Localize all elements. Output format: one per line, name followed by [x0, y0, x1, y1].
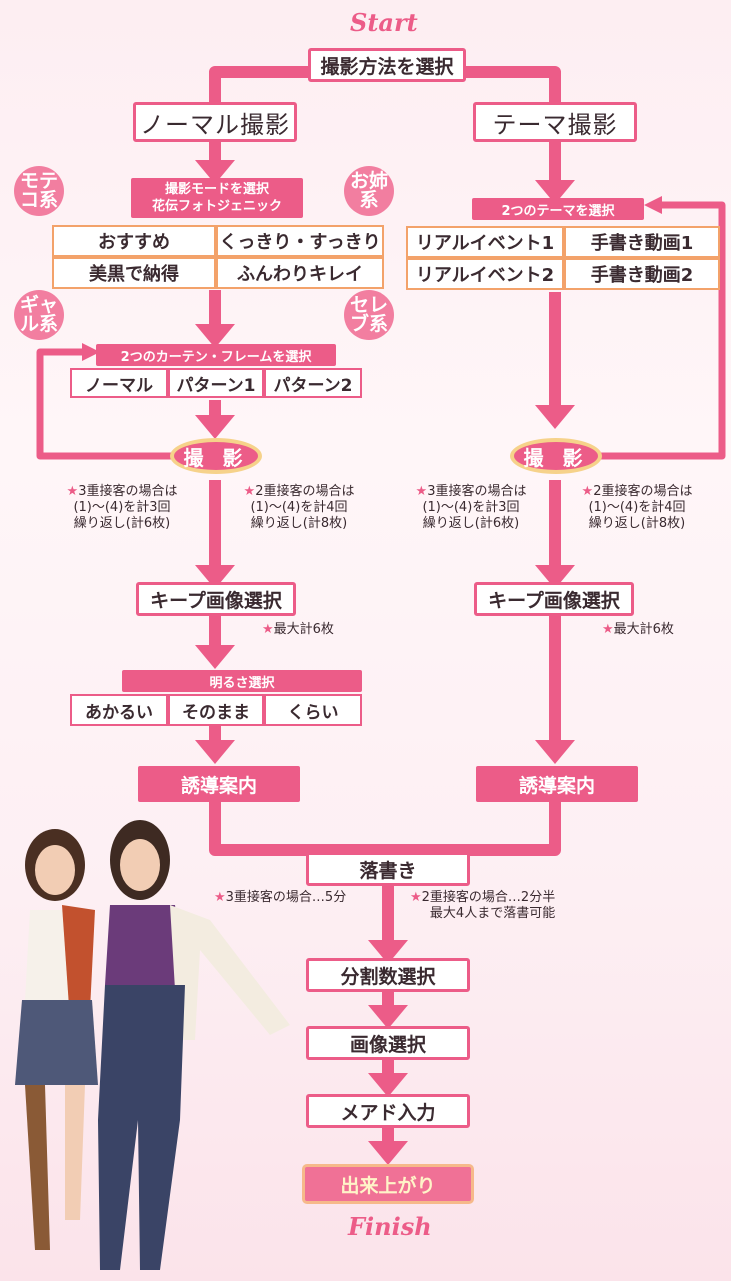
arrowhead — [195, 160, 235, 184]
arrowhead — [368, 1005, 408, 1029]
arrowhead — [535, 565, 575, 589]
theme-select-band: 2つのテーマを選択 — [472, 198, 644, 220]
arrowhead — [368, 1141, 408, 1165]
mode-select-band: 撮影モードを選択 花伝フォトジェニック — [131, 178, 303, 218]
arrowhead — [368, 1073, 408, 1097]
curtain-normal: ノーマル — [70, 368, 168, 398]
brightness-dark: くらい — [264, 694, 362, 726]
keep-note-theme: ★最大計6枚 — [602, 622, 674, 637]
style-gyaru-circle: ギャル系 — [14, 290, 64, 340]
arrowhead — [535, 740, 575, 764]
keep-image-normal: キープ画像選択 — [136, 582, 296, 616]
guide-theme: 誘導案内 — [476, 766, 638, 802]
style-gyaru-label: ギャル系 — [19, 294, 58, 335]
arrowhead — [195, 565, 235, 589]
arrowhead — [535, 180, 575, 204]
loop-theme — [600, 201, 726, 460]
loop-normal — [36, 348, 180, 460]
shoot-oval-normal: 撮 影 — [170, 438, 262, 474]
person-left — [15, 829, 98, 1250]
brightness-asis: そのまま — [168, 694, 264, 726]
graffiti-box: 落書き — [306, 852, 470, 886]
graffiti-note-3: ★3重接客の場合…5分 — [214, 890, 347, 905]
mode-select-sublabel: 花伝フォトジェニック — [151, 199, 282, 214]
start-title: Start — [350, 8, 418, 37]
arrowhead — [368, 940, 408, 964]
theme-hand-anime-1: 手書き動画1 — [564, 226, 720, 258]
style-oneesan-circle: お姉系 — [344, 166, 394, 216]
connector-merge — [209, 800, 561, 856]
theme-real-event-2: リアルイベント2 — [406, 258, 564, 290]
finish-title: Finish — [348, 1212, 432, 1241]
mode-biguro: 美黒で納得 — [52, 257, 216, 289]
curtain-pattern-1: パターン1 — [168, 368, 264, 398]
arrowhead — [195, 415, 235, 439]
keep-note-normal: ★最大計6枚 — [262, 622, 334, 637]
theme-note-3: ★3重接客の場合は (1)～(4)を計3回 繰り返し(計6枚) — [415, 484, 527, 531]
guide-normal: 誘導案内 — [138, 766, 300, 802]
arrowhead — [195, 740, 235, 764]
curtain-select-band: 2つのカーテン・フレームを選択 — [96, 344, 336, 366]
style-moteko-label: モテコ系 — [19, 170, 58, 211]
person-right — [98, 820, 290, 1270]
loop-arrowhead — [82, 343, 100, 361]
select-method-box: 撮影方法を選択 — [308, 48, 466, 82]
arrowhead — [535, 405, 575, 429]
graffiti-note-2: ★2重接客の場合…2分半 最大4人まで落書可能 — [410, 890, 556, 921]
normal-shoot-box: ノーマル撮影 — [133, 102, 297, 142]
complete-box: 出来上がり — [302, 1164, 474, 1204]
style-moteko-circle: モテコ系 — [14, 166, 64, 216]
brightness-bright: あかるい — [70, 694, 168, 726]
normal-note-2: ★2重接客の場合は (1)～(4)を計4回 繰り返し(計8枚) — [243, 484, 355, 531]
models-photo — [15, 820, 290, 1270]
brightness-select-band: 明るさ選択 — [122, 670, 362, 692]
theme-real-event-1: リアルイベント1 — [406, 226, 564, 258]
mode-osusume: おすすめ — [52, 225, 216, 257]
normal-note-3: ★3重接客の場合は (1)～(4)を計3回 繰り返し(計6枚) — [66, 484, 178, 531]
mode-funwari: ふんわりキレイ — [216, 257, 384, 289]
theme-note-2: ★2重接客の場合は (1)～(4)を計4回 繰り返し(計8枚) — [581, 484, 693, 531]
split-count-box: 分割数選択 — [306, 958, 470, 992]
curtain-pattern-2: パターン2 — [264, 368, 362, 398]
keep-image-theme: キープ画像選択 — [474, 582, 634, 616]
mode-kukkiri: くっきり・すっきり — [216, 225, 384, 257]
theme-shoot-box: テーマ撮影 — [473, 102, 637, 142]
image-select-box: 画像選択 — [306, 1026, 470, 1060]
loop-arrowhead — [644, 196, 662, 214]
style-celeb-circle: セレブ系 — [344, 290, 394, 340]
theme-hand-anime-2: 手書き動画2 — [564, 258, 720, 290]
mode-select-label: 撮影モードを選択 — [164, 182, 269, 197]
shoot-oval-theme: 撮 影 — [510, 438, 602, 474]
style-oneesan-label: お姉系 — [349, 170, 388, 211]
arrowhead — [195, 645, 235, 669]
style-celeb-label: セレブ系 — [349, 294, 388, 335]
arrowhead — [195, 324, 235, 348]
email-input-box: メアド入力 — [306, 1094, 470, 1128]
